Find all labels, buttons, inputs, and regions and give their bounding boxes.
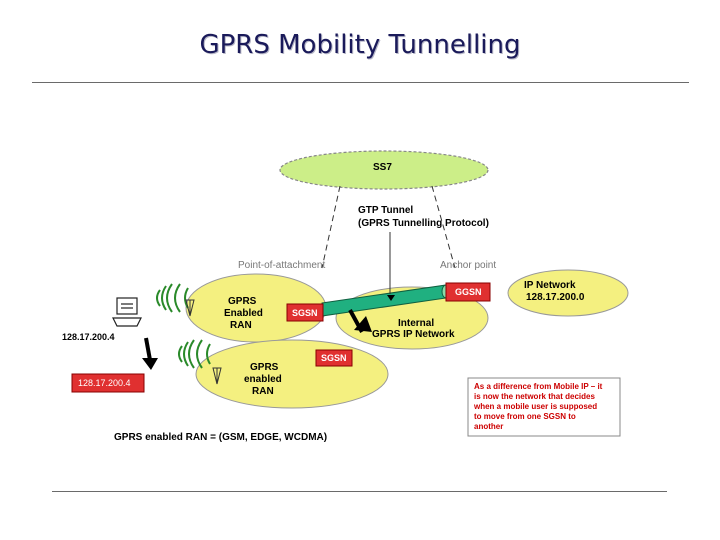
mobile-move-arrowhead xyxy=(142,358,158,370)
radio-waves-top xyxy=(156,283,189,313)
note-line-2: is now the network that decides xyxy=(474,392,595,401)
antenna-top-icon xyxy=(185,299,195,317)
anchor-point-label: Anchor point xyxy=(440,260,497,271)
signal-line-left xyxy=(321,185,341,269)
handover-arrowhead xyxy=(354,316,372,332)
sgsn2-node xyxy=(315,349,353,367)
bottom-divider xyxy=(52,491,667,492)
sgsn1-node xyxy=(286,303,324,322)
sgsn2-label: SGSN xyxy=(321,353,347,363)
ran2-cloud xyxy=(195,339,389,409)
radio-waves-bottom xyxy=(178,339,211,369)
internal-network-label-1: Internal xyxy=(398,318,435,329)
note-line-3: when a mobile user is supposed xyxy=(474,402,598,411)
point-of-attachment-label: Point-of-attachment xyxy=(238,260,326,271)
host-address: 128.17.200.4 xyxy=(62,332,115,342)
ran1-label-2: Enabled xyxy=(224,308,263,319)
sgsn1-label: SGSN xyxy=(292,308,318,318)
ip-network-address: 128.17.200.0 xyxy=(526,292,585,303)
ran2-label-3: RAN xyxy=(252,386,274,397)
ss7-cloud xyxy=(279,150,489,190)
footer-note: GPRS enabled RAN = (GSM, EDGE, WCDMA) xyxy=(114,432,328,443)
gtp-protocol-label: (GPRS Tunnelling Protocol) xyxy=(358,218,489,229)
ran2-label-1: GPRS xyxy=(250,362,279,373)
ran2-label-2: enabled xyxy=(244,374,282,385)
mobile-move-line xyxy=(144,337,152,361)
note-line-4: to move from one SGSN to xyxy=(474,412,576,421)
ss7-label: SS7 xyxy=(373,162,392,173)
antenna-bottom-icon xyxy=(212,367,222,385)
ran1-label-3: RAN xyxy=(230,320,252,331)
note-box xyxy=(467,377,621,437)
ran1-label-1: GPRS xyxy=(228,296,257,307)
tunnel-arrowhead xyxy=(387,295,395,301)
ggsn-node xyxy=(445,282,491,302)
moved-address-badge xyxy=(71,373,145,393)
signal-line-right xyxy=(431,185,456,269)
ggsn-label: GGSN xyxy=(455,287,482,297)
ip-network-label: IP Network xyxy=(524,280,576,291)
internal-network-label-2: GPRS IP Network xyxy=(372,329,455,340)
note-line-5: another xyxy=(474,422,504,431)
laptop-icon xyxy=(112,297,142,327)
top-divider xyxy=(32,82,689,83)
note-line-1: As a difference from Mobile IP – it xyxy=(474,382,603,391)
page-title: GPRS Mobility Tunnelling xyxy=(199,30,521,60)
moved-address-label: 128.17.200.4 xyxy=(78,378,131,388)
ip-network-cloud xyxy=(507,269,629,317)
gtp-tunnel-label: GTP Tunnel xyxy=(358,205,414,216)
